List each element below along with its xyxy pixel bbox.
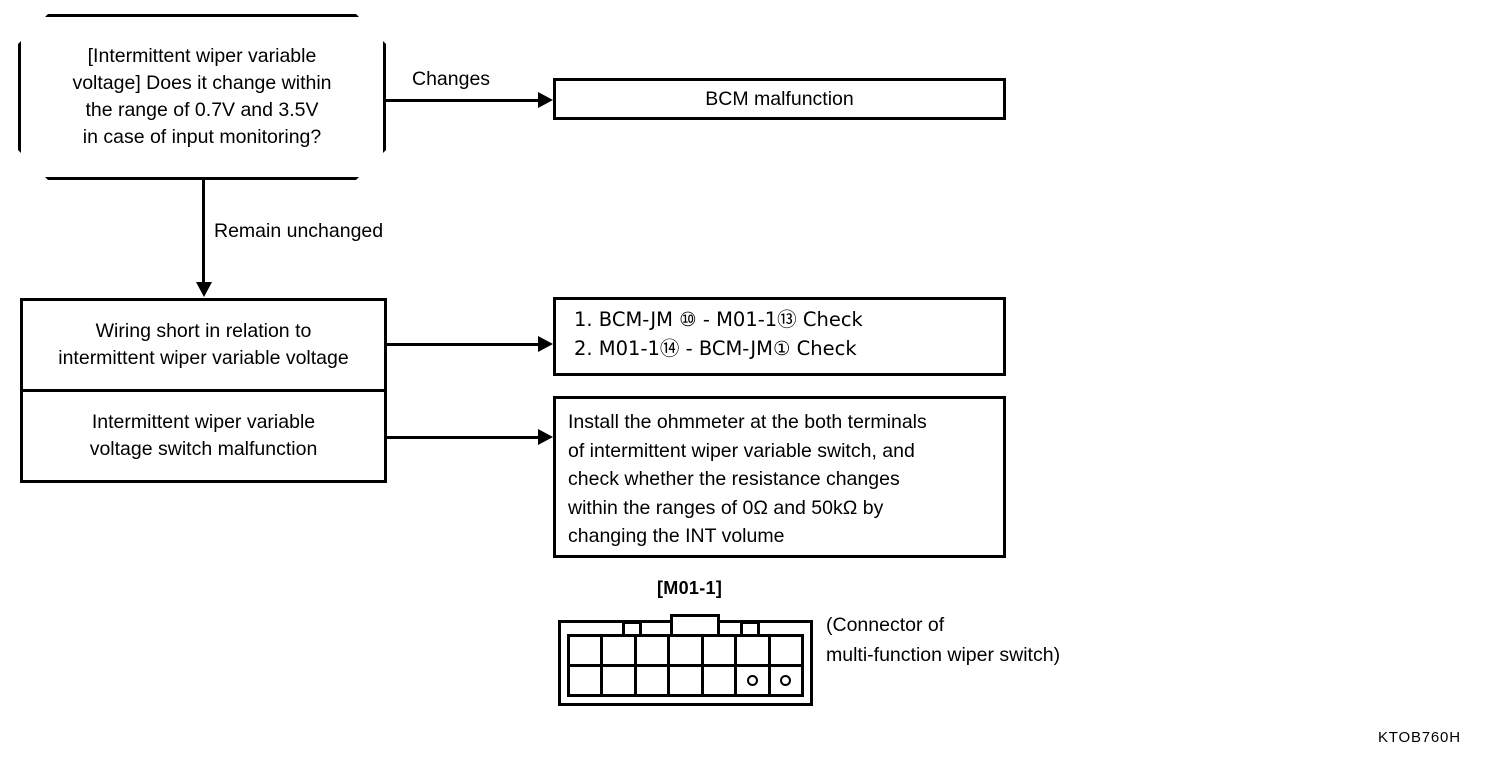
cause-box: Wiring short in relation to intermittent… [20,298,387,483]
remain-unchanged-branch-line [202,180,205,284]
connector-pin-2 [600,637,633,664]
connector-pin-row-bottom [570,664,801,694]
cause-row-wiring-short-text: Wiring short in relation to intermittent… [58,320,349,369]
connector-pin-13 [734,667,767,694]
connector-pin-11 [667,667,700,694]
connector-pin-12 [700,667,734,694]
connector-pin-10 [633,667,667,694]
switch-malfunction-to-instruction-arrowhead [538,429,553,445]
connector-pin-13-dot [746,675,758,686]
decision-octagon: [Intermittent wiper variable voltage] Do… [18,14,386,180]
changes-branch-line [386,99,538,102]
decision-octagon-text: [Intermittent wiper variable voltage] Do… [72,45,332,148]
connector-pin-8 [570,667,600,694]
ohmmeter-instruction-text: Install the ohmmeter at the both termina… [568,411,927,547]
connector-pin-14-dot [780,675,792,686]
connector-pin-6 [734,637,767,664]
check-list-line-1: 1. BCM-JM ⑩ - M01-1⑬ Check [574,308,863,331]
connector-pin-5 [700,637,734,664]
connector-pin-row-top [570,637,801,664]
wiring-short-to-check-line [387,343,538,346]
switch-malfunction-to-instruction-line [387,436,538,439]
bcm-malfunction-box: BCM malfunction [553,78,1006,120]
cause-row-switch-malfunction: Intermittent wiper variable voltage swit… [23,389,384,480]
connector-diagram [558,614,813,706]
connector-pin-7 [767,637,801,664]
connector-pin-14 [767,667,801,694]
cause-row-wiring-short: Wiring short in relation to intermittent… [23,301,384,389]
connector-tab-center-large [670,614,720,635]
remain-unchanged-branch-label: Remain unchanged [214,220,384,242]
cause-row-switch-malfunction-text: Intermittent wiper variable voltage swit… [89,411,318,460]
connector-title: [M01-1] [657,578,723,598]
connector-tab-left-small [622,621,642,635]
figure-code-label: KTOB760H [1378,729,1461,746]
remain-unchanged-branch-arrowhead [196,282,212,297]
connector-pin-4 [667,637,700,664]
bcm-malfunction-text: BCM malfunction [705,87,854,110]
connector-pin-grid [567,634,804,697]
check-list-box: 1. BCM-JM ⑩ - M01-1⑬ Check 2. M01-1⑭ - B… [553,297,1006,376]
connector-pin-3 [633,637,667,664]
wiring-short-to-check-arrowhead [538,336,553,352]
ohmmeter-instruction-box: Install the ohmmeter at the both termina… [553,396,1006,558]
connector-caption: (Connector of multi-function wiper switc… [826,614,1061,666]
connector-tab-right-small [740,621,760,635]
connector-pin-1 [570,637,600,664]
changes-branch-label: Changes [412,68,491,90]
changes-branch-arrowhead [538,92,553,108]
check-list-line-2: 2. M01-1⑭ - BCM-JM① Check [574,336,857,360]
connector-pin-9 [600,667,633,694]
